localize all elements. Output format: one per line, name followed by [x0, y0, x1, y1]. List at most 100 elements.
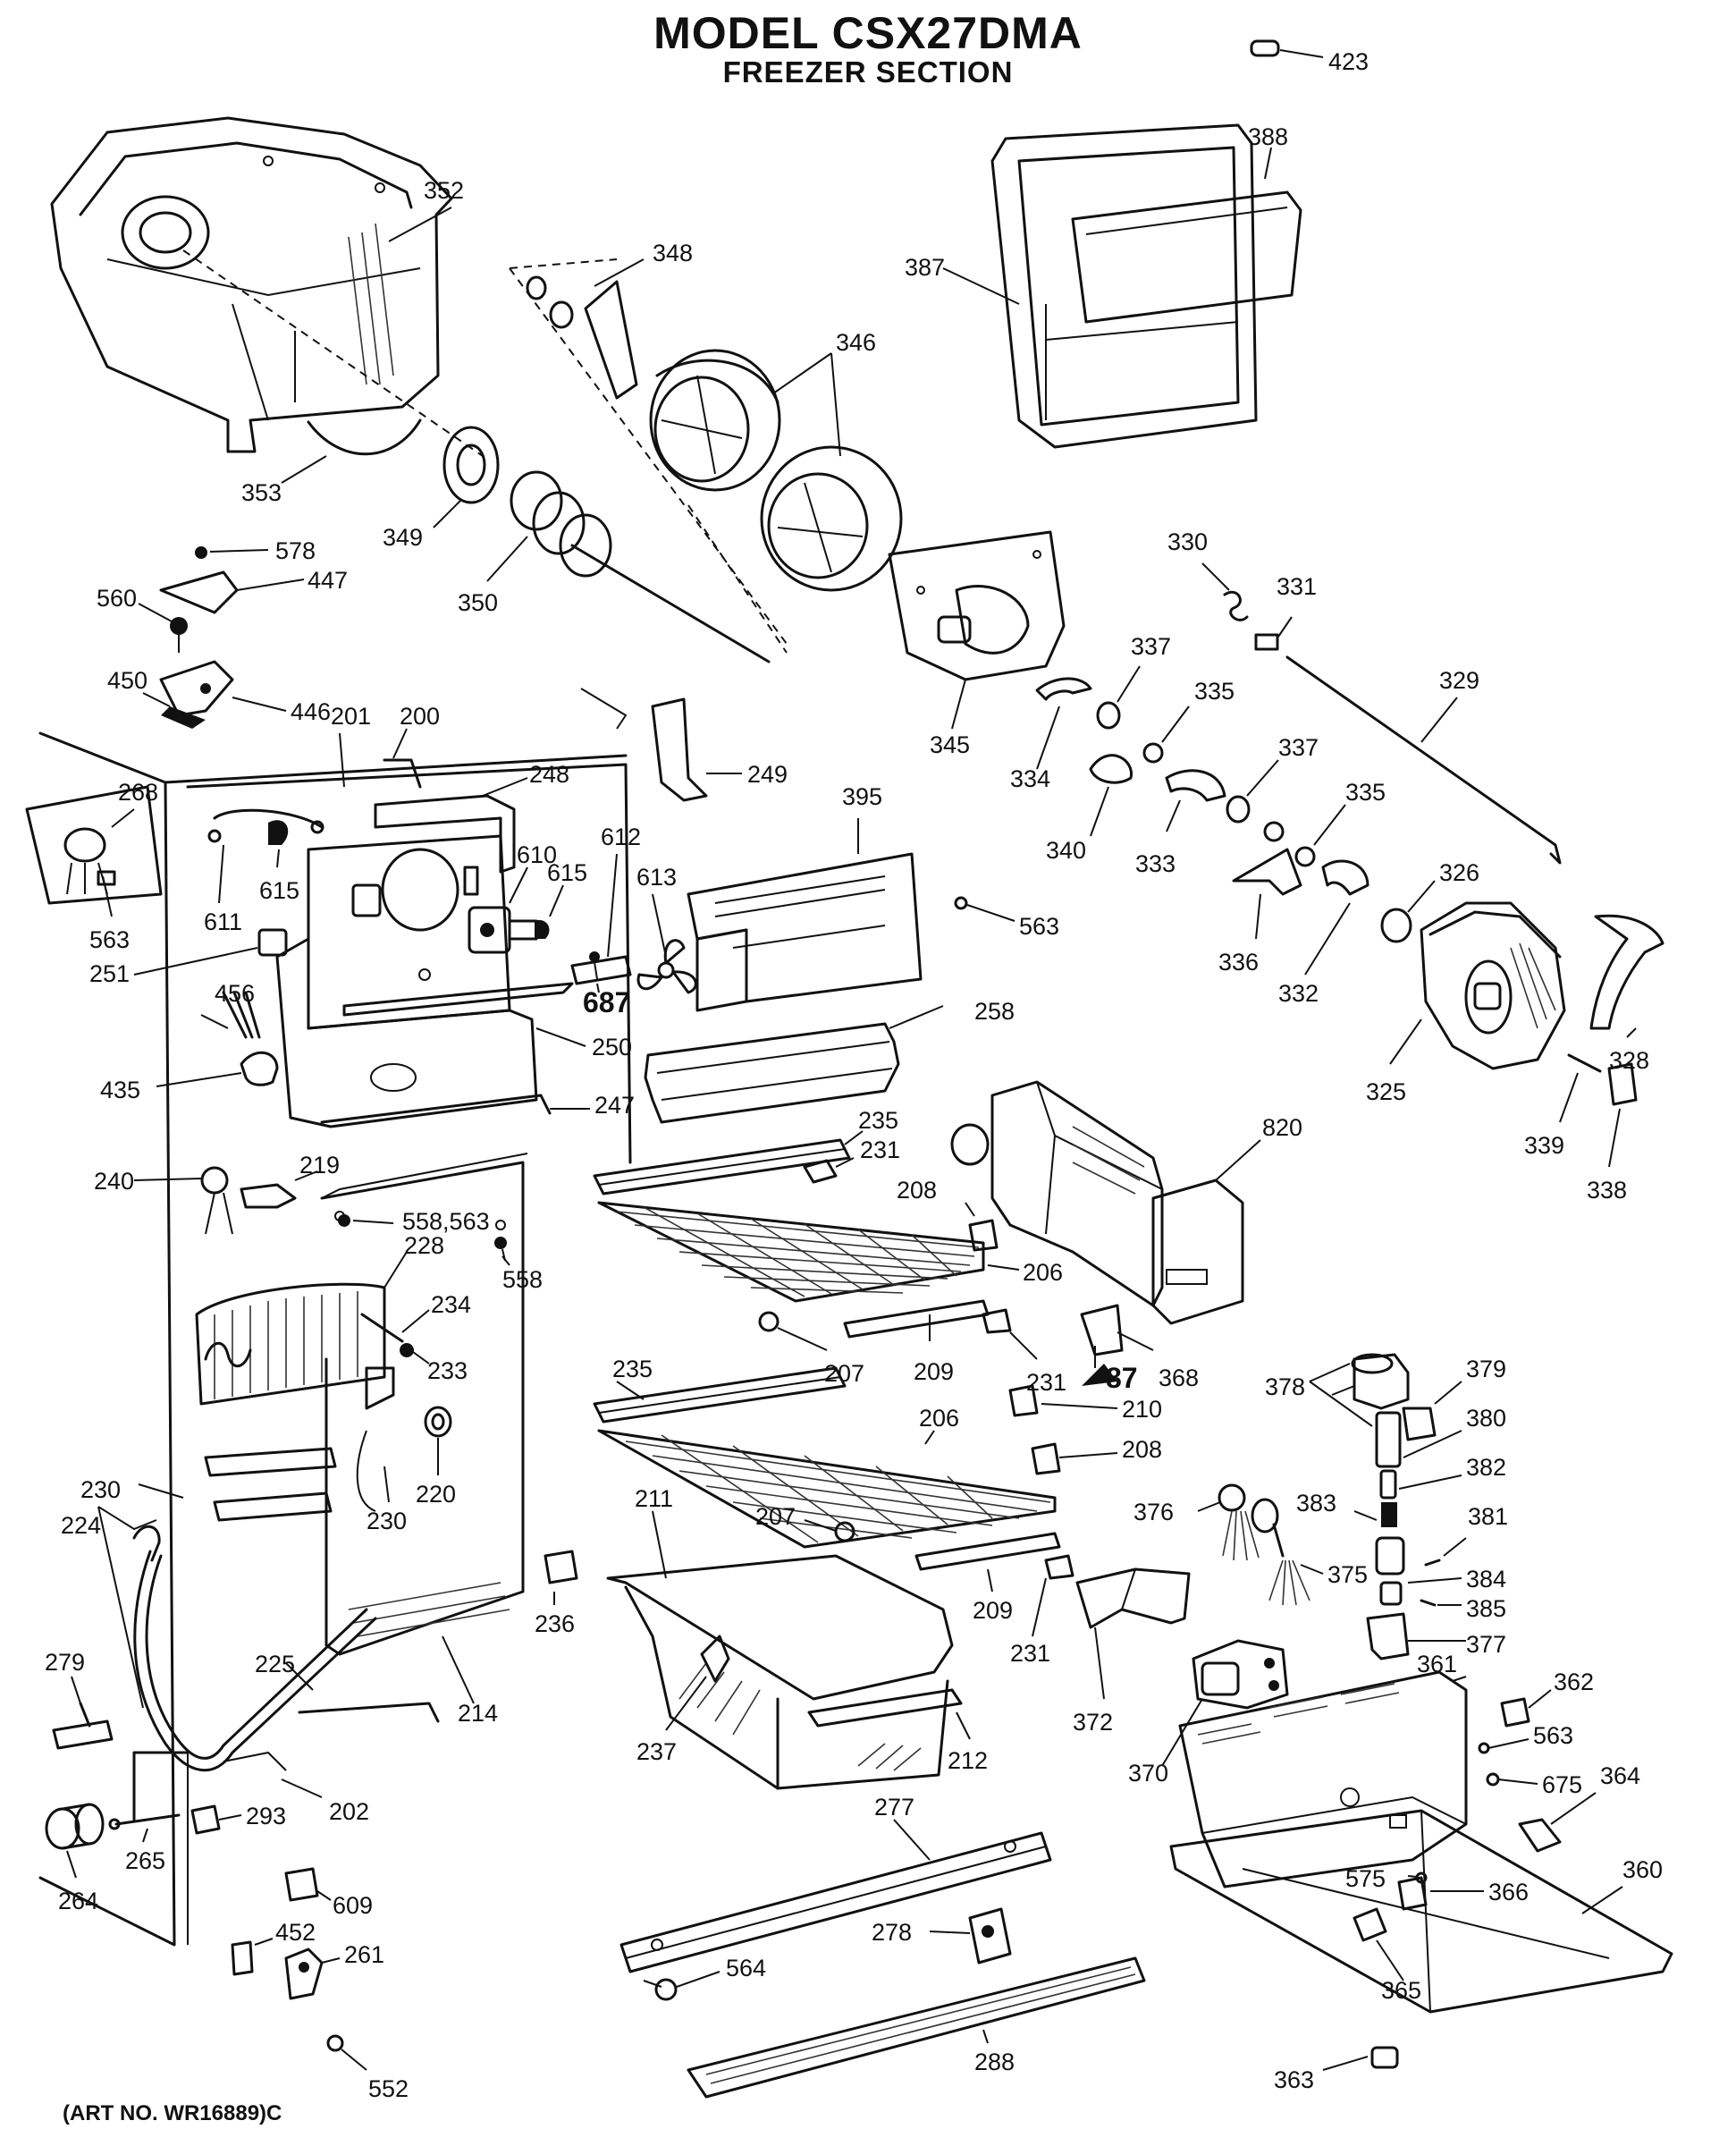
part-450-shim	[142, 692, 206, 729]
callout-387: 387	[905, 254, 945, 281]
part-368-bracket	[1080, 1304, 1154, 1356]
part-337-spring-a	[1096, 665, 1141, 730]
part-325-auger-motor	[1389, 901, 1566, 1070]
callout-288: 288	[974, 2049, 1015, 2075]
callout-258: 258	[974, 998, 1015, 1025]
callout-209-upper: 209	[914, 1358, 954, 1385]
part-360-dispenser-base	[1169, 1809, 1673, 2014]
part-206-wire-shelf-lower	[597, 1429, 1057, 1549]
callout-388: 388	[1248, 123, 1288, 150]
part-202-case-bottom	[223, 1751, 323, 1798]
callout-563-middle: 563	[1019, 913, 1059, 940]
part-372-cover	[1075, 1567, 1191, 1700]
part-423-plug	[1250, 39, 1324, 58]
callout-202: 202	[329, 1798, 369, 1825]
part-435-light-bulb	[156, 1051, 279, 1087]
part-613-fan-blade	[636, 893, 697, 994]
part-384-sleeve	[1375, 1536, 1462, 1584]
part-456-wire-lead	[200, 991, 261, 1039]
callout-361: 361	[1417, 1651, 1457, 1677]
part-339-pin	[1559, 1053, 1602, 1123]
part-377-bracket	[1366, 1612, 1466, 1660]
callout-376: 376	[1133, 1499, 1174, 1525]
assembly-centerline-2	[509, 258, 788, 654]
part-612-bracket	[570, 853, 632, 985]
callout-335-lower: 335	[1345, 779, 1386, 806]
part-251-light-switch	[133, 928, 288, 976]
part-335-washer-a	[1142, 705, 1190, 764]
part-330-spring	[1201, 562, 1249, 621]
part-268-light-socket	[25, 785, 163, 905]
part-207-stud-b	[804, 1519, 855, 1542]
callout-329: 329	[1439, 667, 1479, 694]
callout-615-right: 615	[547, 859, 587, 886]
callout-235-lower: 235	[612, 1356, 653, 1382]
callout-230-right: 230	[367, 1508, 407, 1534]
part-208-clip-a	[965, 1202, 999, 1252]
callout-240: 240	[94, 1168, 134, 1195]
part-329-actuator-rod	[1285, 655, 1562, 865]
callout-349: 349	[383, 524, 423, 551]
callout-378: 378	[1265, 1373, 1305, 1400]
part-236-clip	[544, 1550, 578, 1605]
part-207-stud-a	[758, 1311, 828, 1351]
part-208-clip-b	[1031, 1442, 1118, 1475]
callout-385: 385	[1466, 1595, 1506, 1622]
callout-563-left: 563	[89, 926, 130, 953]
part-228-evaporator	[195, 1251, 408, 1406]
part-552-screw	[326, 2034, 367, 2071]
callout-456: 456	[215, 980, 255, 1007]
callout-675: 675	[1542, 1771, 1582, 1798]
callout-613: 613	[636, 864, 677, 891]
callout-563-right: 563	[1533, 1722, 1573, 1749]
callout-446: 446	[291, 698, 331, 725]
part-578-screw	[195, 546, 269, 559]
callout-366: 366	[1488, 1879, 1529, 1905]
part-365-switch-lever	[1353, 1907, 1404, 1981]
callout-552: 552	[368, 2075, 409, 2102]
callout-231-lower: 231	[1010, 1640, 1050, 1667]
part-332-cam	[1304, 859, 1369, 976]
part-820-ice-maker	[950, 1080, 1261, 1325]
part-234-heater	[360, 1309, 430, 1343]
callout-278: 278	[872, 1919, 912, 1946]
part-249-bracket	[651, 697, 742, 802]
part-331-clip	[1254, 616, 1293, 651]
part-366-switch-actuator	[1397, 1876, 1484, 1911]
part-224-drain-tube	[97, 1506, 377, 1772]
part-219-drain-plug	[240, 1170, 318, 1209]
callout-339: 339	[1524, 1132, 1564, 1159]
part-381-rod	[1424, 1537, 1467, 1567]
callout-353: 353	[241, 479, 282, 506]
callout-326: 326	[1439, 859, 1479, 886]
callout-337-upper: 337	[1131, 633, 1171, 660]
part-247-channel	[320, 1094, 590, 1124]
part-687-screw	[589, 951, 600, 993]
callout-350: 350	[458, 589, 498, 616]
part-220-grommet	[424, 1406, 452, 1475]
callout-330: 330	[1167, 528, 1208, 555]
callout-612: 612	[601, 824, 641, 850]
assembly-centerline-1	[182, 249, 484, 457]
part-338-bracket	[1607, 1062, 1638, 1168]
part-353-wire-spring	[281, 418, 422, 484]
part-564-screw	[643, 1971, 721, 2001]
callout-212: 212	[948, 1747, 988, 1774]
callout-210: 210	[1122, 1396, 1162, 1423]
callout-558: 558	[502, 1266, 543, 1293]
part-337-spring-b	[1226, 759, 1279, 824]
callout-261: 261	[344, 1941, 384, 1968]
part-230-drain-trough	[204, 1366, 395, 1522]
callout-610: 610	[517, 841, 557, 868]
callout-277: 277	[874, 1794, 914, 1821]
part-231-clip-b	[982, 1308, 1038, 1360]
callout-220: 220	[416, 1481, 456, 1508]
part-240-wire	[133, 1166, 233, 1235]
part-231-clip-c	[1032, 1554, 1074, 1637]
model-title: MODEL CSX27DMA	[653, 8, 1083, 58]
callout-268: 268	[118, 779, 158, 806]
callout-247: 247	[594, 1092, 635, 1119]
part-675-screw	[1486, 1772, 1538, 1787]
callout-236: 236	[535, 1610, 575, 1637]
